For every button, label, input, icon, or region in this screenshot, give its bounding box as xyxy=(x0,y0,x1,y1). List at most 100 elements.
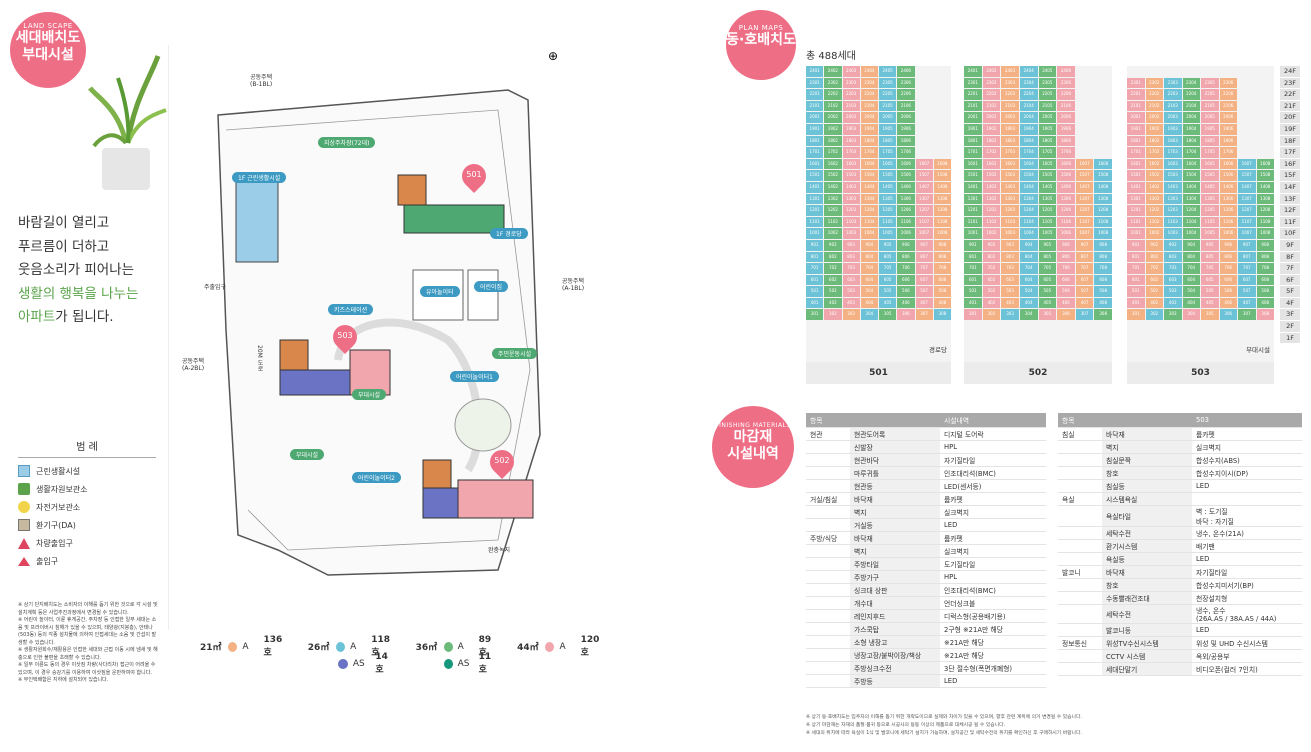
unit-cell: 1901 xyxy=(1127,123,1145,135)
unit-cell: 1804 xyxy=(1182,135,1200,147)
unit-cell: 804 xyxy=(1182,251,1200,263)
unit-cell: 1306 xyxy=(897,193,915,205)
badge-en: LAND SCAPE xyxy=(23,22,73,30)
unit-cell: 2402 xyxy=(824,66,842,77)
unit-cell: 1006 xyxy=(897,228,915,239)
unit-cell: 506 xyxy=(1057,286,1075,297)
unit-cell: 1305 xyxy=(1201,193,1219,205)
unit-cell: 1201 xyxy=(1127,205,1145,216)
unit-cell: 1506 xyxy=(897,170,915,181)
unit-cell: 908 xyxy=(933,239,951,251)
floor-label: 17F xyxy=(1280,147,1300,159)
unit-cell xyxy=(1183,66,1201,77)
unit-cell: 1901 xyxy=(806,123,824,135)
unit-cell: 704 xyxy=(1182,263,1200,274)
unit-cell xyxy=(1238,78,1256,89)
unit-cell: 603 xyxy=(1001,274,1019,286)
table-cell: 수동빨래건조대 xyxy=(1102,591,1192,605)
unit-cell: 1104 xyxy=(1019,216,1038,228)
table-cell: LED xyxy=(940,674,1046,688)
unit-cell: 1107 xyxy=(1238,216,1256,228)
unit-cell: 1401 xyxy=(1127,181,1145,193)
unit-cell: 2105 xyxy=(1201,100,1219,112)
unit-cell: 1702 xyxy=(982,147,1001,158)
unit-cell: 1703 xyxy=(1001,147,1019,158)
table-cell xyxy=(1058,552,1102,566)
site-plan: ⊕ xyxy=(168,45,558,630)
unit-cell: 2201 xyxy=(1127,89,1145,100)
table-cell: 싱크대 상판 xyxy=(850,583,940,597)
unit-cell: 801 xyxy=(964,251,982,263)
floor-label: 7F xyxy=(1280,263,1300,275)
unit-cell: 1605 xyxy=(879,158,897,170)
unit-cell: 1105 xyxy=(879,216,897,228)
unit-cell: 703 xyxy=(1164,263,1182,274)
unit-cell: 1005 xyxy=(1038,228,1057,239)
unit-cell: 1406 xyxy=(1219,181,1237,193)
unit-cell: 1503 xyxy=(1001,170,1019,181)
table-cell: 욕실 xyxy=(1058,492,1102,506)
table-cell xyxy=(1058,578,1102,592)
unit-cell: 2306 xyxy=(1219,77,1237,89)
unit-cell: 1301 xyxy=(964,193,982,205)
unit-cell xyxy=(916,89,933,100)
unit-cell: 1403 xyxy=(1001,181,1019,193)
finishing-badge: FINISHING MATERIALS 마감재 시설내역 xyxy=(712,406,794,488)
unit-cell: 606 xyxy=(1219,274,1237,286)
site-notes: ※ 상기 단지배치도는 소비자의 이해를 돕기 위한 것으로 각 시설 및 설치… xyxy=(18,602,158,683)
table-row: 냉장고장/붙박이장/책상※21A만 해당 xyxy=(806,648,1046,662)
unit-cell: 1701 xyxy=(1127,147,1145,158)
unit-cell xyxy=(1094,124,1112,135)
unit-cell: 1902 xyxy=(824,123,842,135)
unit-cell: 1802 xyxy=(1145,135,1163,147)
unit-cell: 1207 xyxy=(1075,205,1094,216)
type-area: 36㎡ xyxy=(415,643,438,653)
table-cell: 현관바닥 xyxy=(850,453,940,467)
road-20m-label: 20M 도로 xyxy=(256,345,263,372)
nursery-label: 유아놀이터 xyxy=(420,286,460,297)
unit-cell: 1804 xyxy=(1019,135,1038,147)
unit-cell xyxy=(934,89,951,100)
building-501-number: 501 xyxy=(466,170,482,179)
total-units: 총 488세대 xyxy=(806,51,856,62)
type-area: 26㎡ xyxy=(307,643,330,653)
unit-cell: 1306 xyxy=(1057,193,1075,205)
floor-label: 6F xyxy=(1280,274,1300,287)
table-header: 시설내역 xyxy=(940,413,1046,428)
unit-cell: 2303 xyxy=(1001,77,1019,89)
unit-cell: 2301 xyxy=(806,77,824,89)
unit-cell: 707 xyxy=(1238,263,1256,274)
unit-cell xyxy=(1220,66,1238,77)
table-cell: 실크벽지 xyxy=(940,544,1046,558)
unit-cell: 401 xyxy=(806,297,824,309)
unit-cell: 606 xyxy=(897,274,915,286)
unit-cell: 805 xyxy=(879,251,897,263)
unit-cell xyxy=(1238,89,1256,100)
unit-cell: 1703 xyxy=(1164,147,1182,158)
type-count: 14호 xyxy=(375,652,388,675)
table-cell: LED xyxy=(1192,479,1302,493)
unit-cell xyxy=(1201,66,1219,77)
unit-cell xyxy=(1257,112,1275,123)
unit-cell: 2205 xyxy=(1201,89,1219,100)
unit-cell: 1205 xyxy=(879,205,897,216)
unit-cell: 602 xyxy=(824,274,842,286)
table-cell: 천장설치형 xyxy=(1192,591,1302,605)
table-cell: 시스템욕실 xyxy=(1102,492,1192,506)
unit-cell: 705 xyxy=(1038,263,1057,274)
table-cell: 현관도어록 xyxy=(850,427,940,441)
unit-cell: 905 xyxy=(1201,239,1219,251)
unit-cell: 602 xyxy=(1145,274,1163,286)
left-road-label: 공동주택(A-2BL) xyxy=(182,358,205,372)
unit-cell: 603 xyxy=(1164,274,1182,286)
table-cell xyxy=(806,453,850,467)
unit-cell: 1108 xyxy=(933,216,951,228)
unit-cell: 1702 xyxy=(824,147,842,158)
unit-cell: 1601 xyxy=(1127,158,1145,170)
